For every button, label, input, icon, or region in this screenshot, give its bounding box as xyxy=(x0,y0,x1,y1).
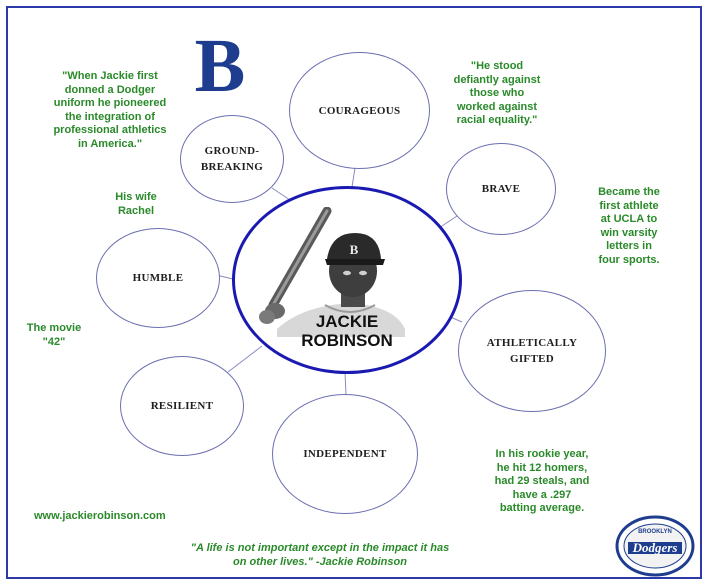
center-bubble: B JACKIE ROBINSON xyxy=(232,186,462,374)
trait-ground-breaking: GROUND- BREAKING xyxy=(180,115,284,203)
note-rookie-year: In his rookie year, he hit 12 homers, ha… xyxy=(494,448,590,514)
connector-resilient xyxy=(227,345,263,373)
trait-label: ATHLETICALLY GIFTED xyxy=(486,337,578,365)
trait-brave: BRAVE xyxy=(446,143,556,235)
note-ucla: Became the first athlete at UCLA to win … xyxy=(598,186,660,266)
center-name: JACKIE ROBINSON xyxy=(301,312,393,350)
bottom-quote: "A life is not important except in the i… xyxy=(190,542,450,568)
svg-text:B: B xyxy=(350,242,359,257)
connector-independent xyxy=(344,371,347,396)
trait-label: BRAVE xyxy=(481,183,521,195)
brooklyn-b-logo: B xyxy=(194,24,246,108)
dodgers-logo-ring-text: BROOKLYN xyxy=(638,529,672,535)
trait-resilient: RESILIENT xyxy=(120,356,244,456)
dodgers-logo: BROOKLYN Dodgers xyxy=(615,515,695,577)
note-dodger-uniform: "When Jackie first donned a Dodger unifo… xyxy=(53,70,167,150)
note-movie-42: The movie "42" xyxy=(26,322,82,348)
note-stood-defiantly: "He stood defiantly against those who wo… xyxy=(453,60,541,126)
trait-label: HUMBLE xyxy=(132,272,184,284)
connector-courageous xyxy=(351,167,356,188)
trait-label: COURAGEOUS xyxy=(318,104,401,117)
trait-label: INDEPENDENT xyxy=(303,448,387,460)
note-wife-rachel: His wife Rachel xyxy=(115,191,157,217)
dodgers-logo-script: Dodgers xyxy=(632,540,678,555)
trait-humble: HUMBLE xyxy=(96,228,220,328)
trait-label: GROUND- BREAKING xyxy=(200,145,264,173)
batter-portrait-image: B xyxy=(259,207,405,337)
trait-label: RESILIENT xyxy=(150,400,214,412)
trait-athletically-gifted: ATHLETICALLY GIFTED xyxy=(458,290,606,412)
website-link[interactable]: www.jackierobinson.com xyxy=(34,510,166,522)
trait-courageous: COURAGEOUS xyxy=(289,52,430,169)
trait-independent: INDEPENDENT xyxy=(272,394,418,514)
page-border xyxy=(6,6,702,579)
